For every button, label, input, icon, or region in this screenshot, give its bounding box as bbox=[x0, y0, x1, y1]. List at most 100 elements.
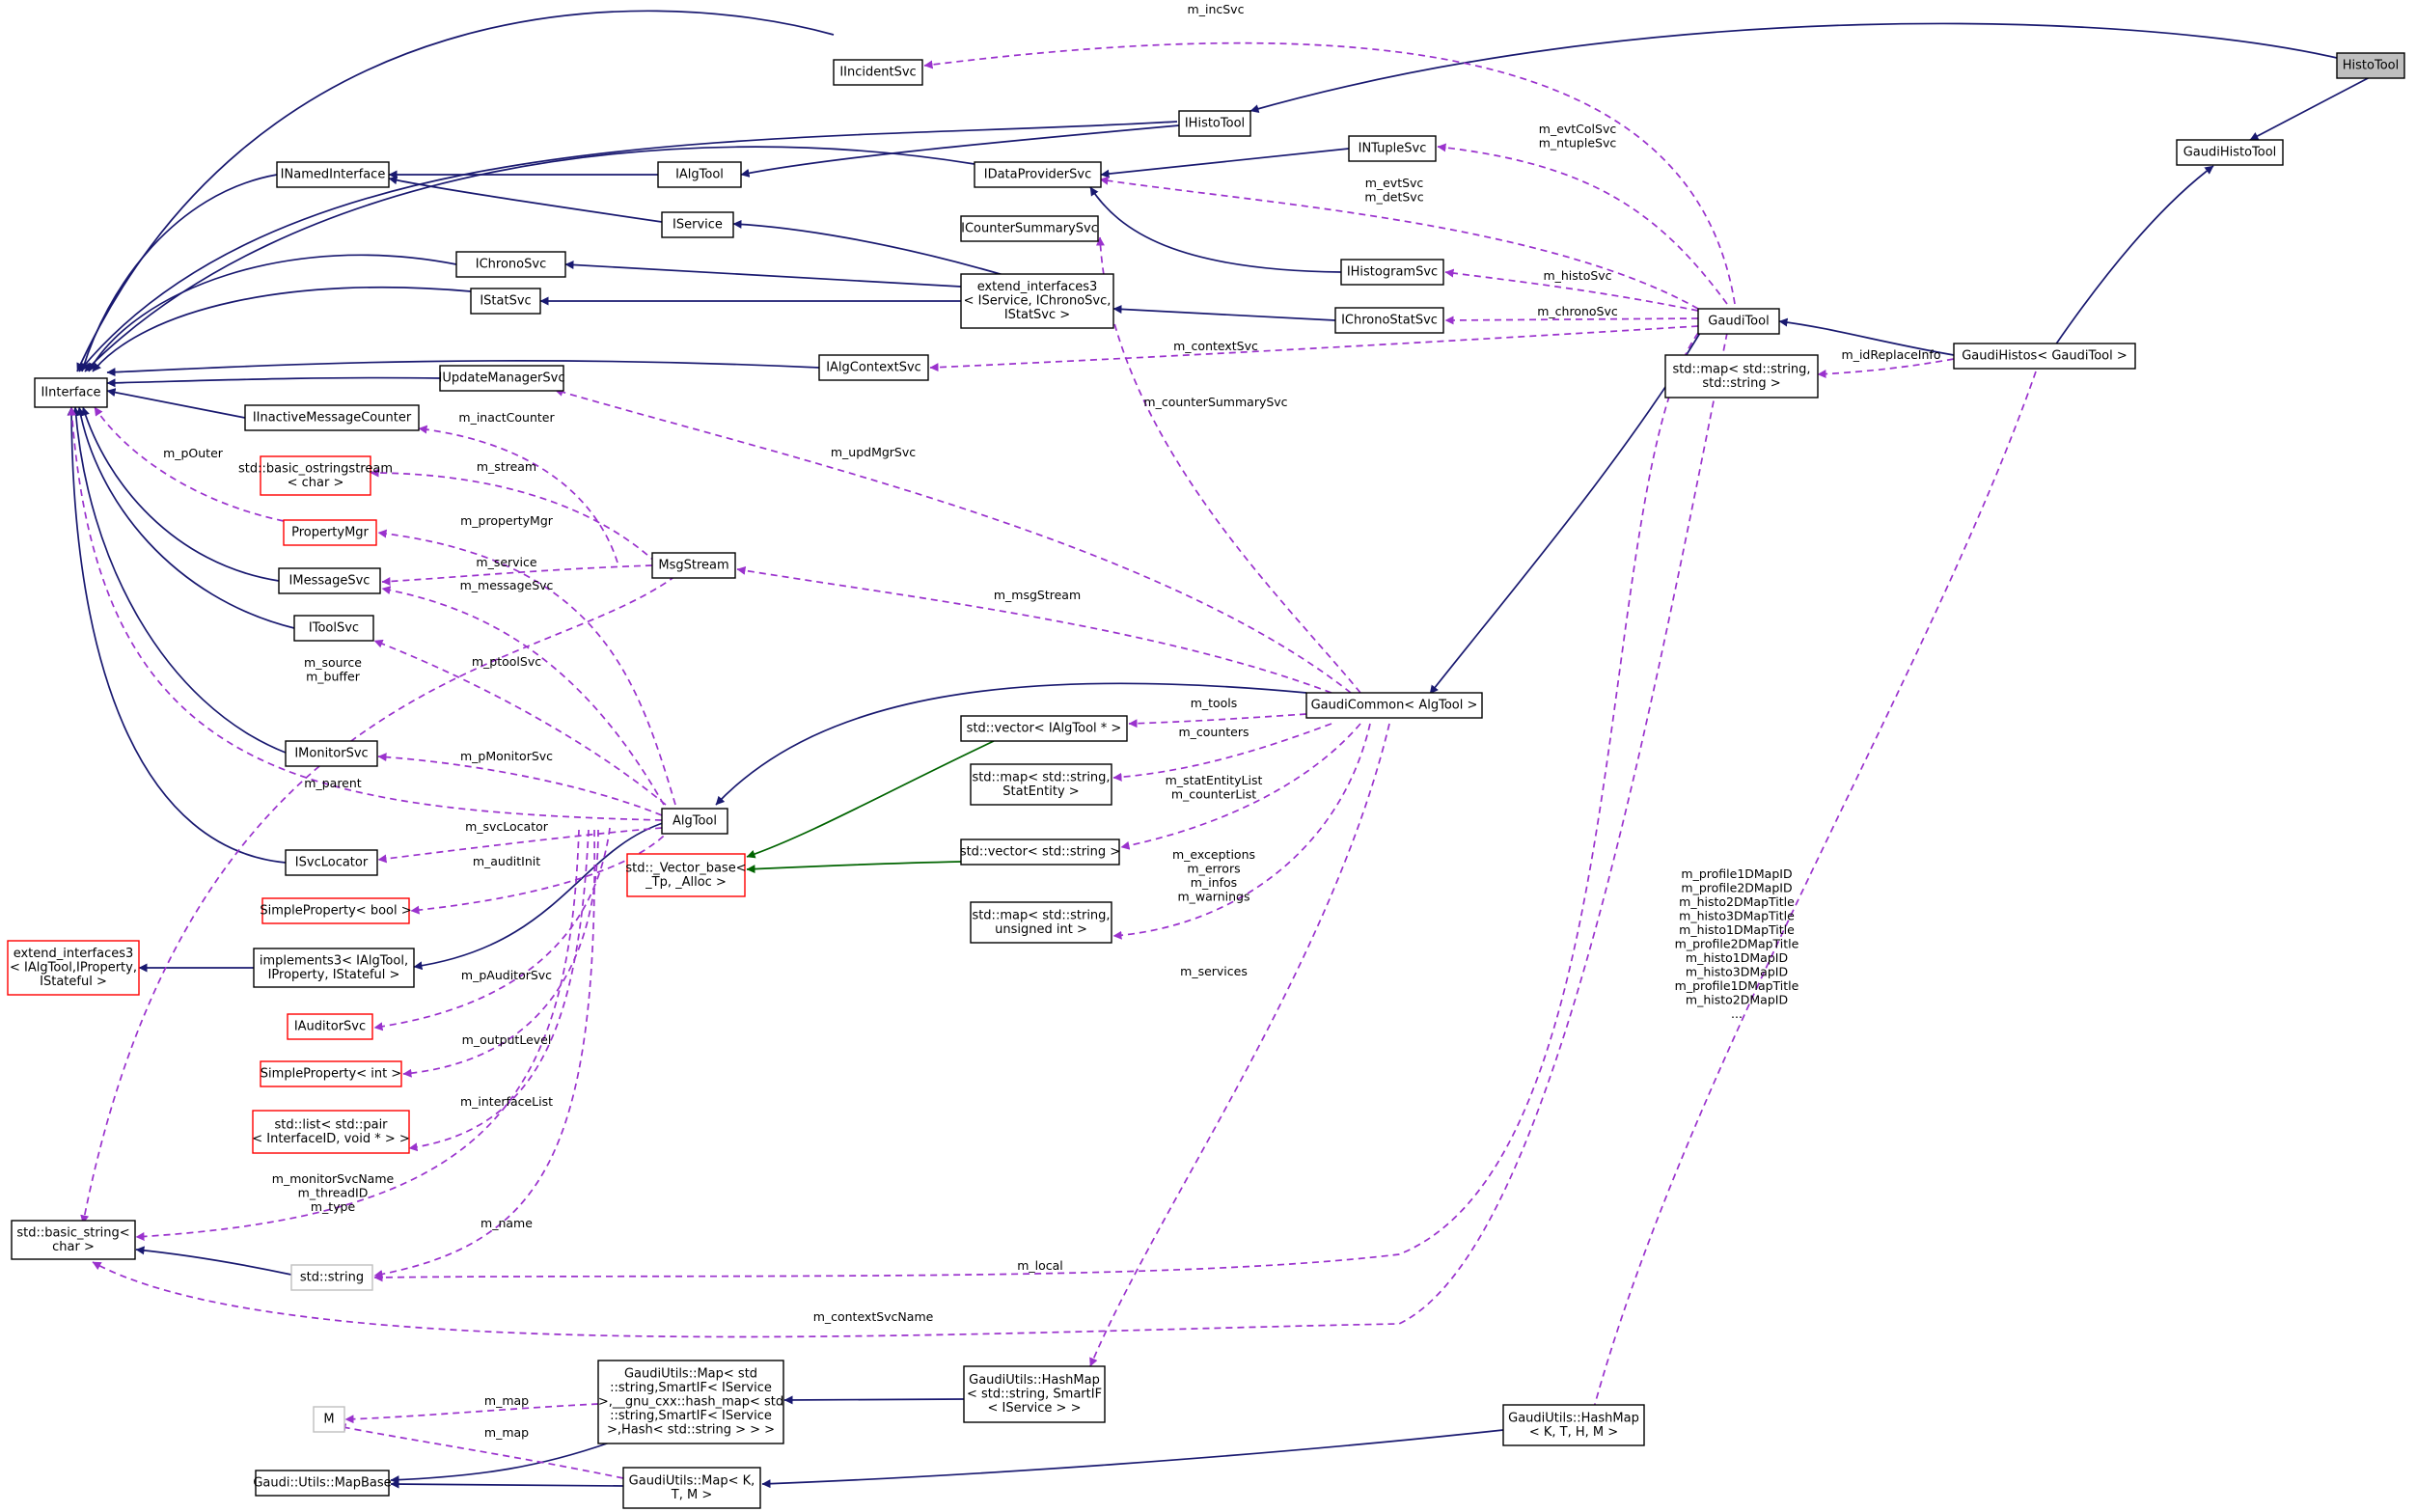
class-node-m[interactable]: M bbox=[313, 1406, 345, 1433]
class-name-line: StatEntity > bbox=[1002, 784, 1079, 799]
class-node-vector-base[interactable]: std::_Vector_base<_Tp, _Alloc > bbox=[625, 853, 747, 897]
edge-gaudihistos-gaudihistotool bbox=[2054, 165, 2214, 346]
class-box bbox=[260, 455, 371, 496]
class-node-gaudiutils-map-ktm[interactable]: GaudiUtils::Map< K,T, M > bbox=[622, 1467, 761, 1509]
class-node-gauditool[interactable]: GaudiTool bbox=[1697, 308, 1780, 335]
class-name-line: GaudiUtils::HashMap bbox=[1508, 1411, 1639, 1425]
class-node-propertymgr[interactable]: PropertyMgr bbox=[283, 519, 377, 546]
class-node-intuplesvc[interactable]: INTupleSvc bbox=[1348, 135, 1437, 162]
class-name-line: IToolSvc bbox=[309, 621, 359, 636]
class-name-line: AlgTool bbox=[673, 814, 717, 829]
edge-label-m-pauditorsvc: m_pAuditorSvc bbox=[461, 968, 552, 982]
class-box bbox=[1305, 692, 1483, 719]
edge-label-m-evtcolsvc: m_evtColSvc bbox=[1539, 122, 1617, 136]
edge-m-name bbox=[373, 829, 596, 1278]
class-node-ialgtool[interactable]: IAlgTool bbox=[657, 161, 742, 188]
edge-label-m-source: m_source bbox=[304, 655, 362, 670]
class-box bbox=[960, 215, 1099, 242]
class-node-gaudihistos[interactable]: GaudiHistos< GaudiTool > bbox=[1953, 343, 2136, 370]
edge-label-m-profile: m_profile1DMapTitle bbox=[1675, 978, 1799, 993]
class-node-algtool[interactable]: AlgTool bbox=[661, 808, 728, 835]
class-node-histotool[interactable]: HistoTool bbox=[2336, 52, 2405, 79]
edge-itoolsvc-iinterface bbox=[76, 406, 295, 629]
class-node-basic-ostringstream[interactable]: std::basic_ostringstream< char > bbox=[238, 455, 393, 496]
class-box bbox=[455, 251, 566, 278]
class-name-line: IInterface bbox=[41, 386, 100, 400]
edge-label-m-exceptions: m_errors bbox=[1187, 862, 1240, 876]
class-node-map-string-string[interactable]: std::map< std::string,std::string > bbox=[1664, 354, 1819, 399]
edge-label-m-profile: m_histo2DMapID bbox=[1686, 993, 1788, 1007]
class-node-iincidentsvc[interactable]: IIncidentSvc bbox=[833, 59, 923, 86]
edge-label-m-profile: m_histo3DMapID bbox=[1686, 965, 1788, 979]
class-name-line: IMonitorSvc bbox=[294, 747, 368, 761]
class-node-icountersummarysvc[interactable]: ICounterSummarySvc bbox=[960, 215, 1099, 242]
class-box bbox=[260, 1060, 402, 1087]
class-node-ihistogramsvc[interactable]: IHistogramSvc bbox=[1340, 259, 1444, 286]
class-node-istatsvc[interactable]: IStatSvc bbox=[470, 288, 541, 315]
class-node-std-string[interactable]: std::string bbox=[290, 1264, 373, 1291]
class-box bbox=[285, 740, 378, 767]
class-node-isvclocator[interactable]: ISvcLocator bbox=[285, 849, 378, 876]
class-name-line: >,Hash< std::string > > > bbox=[607, 1423, 775, 1438]
class-node-implements3[interactable]: implements3< IAlgTool,IProperty, IStatef… bbox=[253, 948, 415, 988]
edge-intuplesvc-idataprovidersvc bbox=[1100, 148, 1350, 179]
class-node-msgstream[interactable]: MsgStream bbox=[651, 552, 736, 579]
class-node-ichronostatsvc[interactable]: IChronoStatSvc bbox=[1334, 307, 1444, 334]
class-node-iupdatemanagersvc[interactable]: IUpdateManagerSvc bbox=[439, 365, 565, 392]
class-node-gaudi-utils-mapbase[interactable]: Gaudi::Utils::MapBase bbox=[253, 1470, 392, 1497]
class-node-iservice[interactable]: IService bbox=[661, 211, 734, 238]
class-node-gaudiutils-map-std[interactable]: GaudiUtils::Map< std::string,SmartIF< IS… bbox=[597, 1360, 784, 1444]
class-node-itoolsvc[interactable]: IToolSvc bbox=[293, 615, 374, 642]
class-node-inamedinterface[interactable]: INamedInterface bbox=[276, 161, 390, 188]
class-node-gaudicommon[interactable]: GaudiCommon< AlgTool > bbox=[1305, 692, 1483, 719]
class-node-extend-interfaces3[interactable]: extend_interfaces3< IService, IChronoSvc… bbox=[960, 273, 1114, 329]
edge-m-tools bbox=[1128, 713, 1307, 729]
edge-imessagesvc-iinterface bbox=[81, 406, 280, 582]
edge-m-contextsvc bbox=[929, 325, 1699, 372]
class-node-ichronosvc[interactable]: IChronoSvc bbox=[455, 251, 566, 278]
edge-m-inactcounter bbox=[418, 425, 618, 564]
class-node-imonitorsvc[interactable]: IMonitorSvc bbox=[285, 740, 378, 767]
class-node-gaudiutils-hashmap-iservice[interactable]: GaudiUtils::HashMap< std::string, SmartI… bbox=[963, 1365, 1106, 1423]
class-node-imessagesvc[interactable]: IMessageSvc bbox=[278, 567, 381, 594]
class-box bbox=[651, 552, 736, 579]
class-name-line: IProperty, IStateful > bbox=[268, 968, 400, 982]
edge-ihistogramsvc-idataprovidersvc bbox=[1089, 186, 1342, 273]
class-box bbox=[1953, 343, 2136, 370]
class-node-iauditorsvc[interactable]: IAuditorSvc bbox=[287, 1013, 373, 1040]
class-box bbox=[626, 853, 746, 897]
class-node-vector-string[interactable]: std::vector< std::string > bbox=[960, 838, 1120, 866]
edge-label-m-monitorsvcname: m_type bbox=[311, 1199, 356, 1214]
class-node-basic-string[interactable]: std::basic_string<char > bbox=[11, 1220, 136, 1260]
class-box bbox=[974, 161, 1102, 188]
class-node-gaudihistotool[interactable]: GaudiHistoTool bbox=[2176, 139, 2284, 166]
class-node-simpleproperty-int[interactable]: SimpleProperty< int > bbox=[260, 1060, 402, 1087]
edge-label-m-svclocator: m_svcLocator bbox=[465, 819, 549, 834]
class-name-line: IChronoSvc bbox=[476, 258, 546, 272]
class-name-line: < IService > > bbox=[988, 1401, 1082, 1416]
class-node-map-string-uint[interactable]: std::map< std::string,unsigned int > bbox=[970, 901, 1112, 944]
class-node-gaudiutils-hashmap-kthm[interactable]: GaudiUtils::HashMap< K, T, H, M > bbox=[1502, 1404, 1645, 1446]
edge-label-m-parent: m_parent bbox=[304, 776, 361, 790]
class-name-line: >,__gnu_cxx::hash_map< std bbox=[598, 1395, 783, 1410]
class-node-extend-interfaces3-b[interactable]: extend_interfaces3< IAlgTool,IProperty,I… bbox=[7, 940, 140, 996]
edge-label-m-updmgrsvc: m_updMgrSvc bbox=[831, 445, 916, 459]
class-node-list-pair[interactable]: std::list< std::pair< InterfaceID, void … bbox=[252, 1110, 410, 1154]
class-name-line: IAlgContextSvc bbox=[826, 361, 921, 375]
class-node-iinterface[interactable]: IInterface bbox=[34, 377, 108, 408]
class-node-map-string-statentity[interactable]: std::map< std::string,StatEntity > bbox=[970, 763, 1112, 806]
class-box bbox=[661, 211, 734, 238]
edge-label-m-histosvc: m_histoSvc bbox=[1543, 268, 1611, 283]
class-box bbox=[287, 1013, 373, 1040]
class-node-simpleproperty-bool[interactable]: SimpleProperty< bool > bbox=[260, 897, 412, 924]
class-node-vector-ialgtool[interactable]: std::vector< IAlgTool * > bbox=[960, 715, 1128, 742]
edge-m-pauditorsvc bbox=[373, 827, 611, 1031]
class-node-iinactivemessagecounter[interactable]: IInactiveMessageCounter bbox=[244, 404, 420, 431]
class-node-ihistotool[interactable]: IHistoTool bbox=[1178, 110, 1251, 137]
class-box bbox=[960, 838, 1120, 866]
class-box bbox=[34, 377, 108, 408]
class-name-line: SimpleProperty< int > bbox=[261, 1067, 401, 1082]
class-node-ialgcontextsvc[interactable]: IAlgContextSvc bbox=[818, 354, 929, 381]
class-node-idataprovidersvc[interactable]: IDataProviderSvc bbox=[974, 161, 1102, 188]
